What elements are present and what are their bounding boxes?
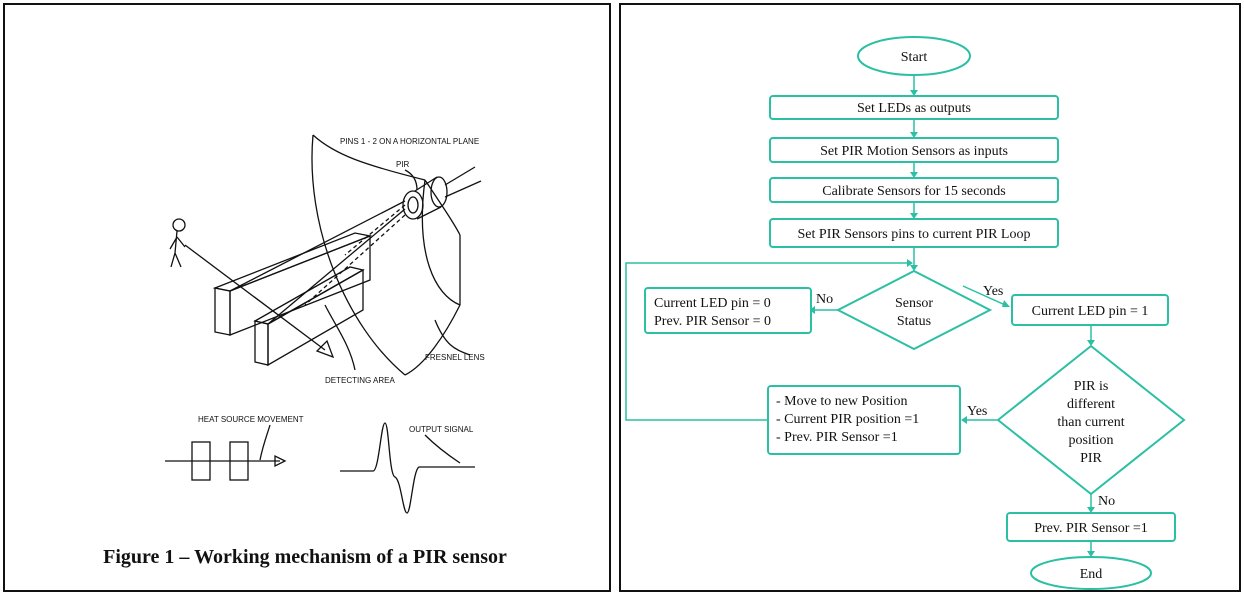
end-node: End [1030, 556, 1152, 590]
output-signal-label: OUTPUT SIGNAL [409, 425, 474, 434]
set-pins-step: Set PIR Sensors pins to current PIR Loop [769, 218, 1059, 248]
yes-move-label: Yes [967, 404, 987, 419]
flowchart: Start Set LEDs as outputs Set PIR Motion… [625, 36, 1186, 590]
led-on-label: Current LED pin = 1 [1032, 304, 1149, 319]
fresnel-lens [311, 134, 461, 376]
led-off-step: Current LED pin = 0 Prev. PIR Sensor = 0 [644, 287, 812, 334]
move-line-1: - Move to new Position [776, 394, 907, 409]
no-down-label: No [1098, 494, 1115, 509]
set-pir-step: Set PIR Motion Sensors as inputs [769, 137, 1059, 163]
prev-pir-step: Prev. PIR Sensor =1 [1006, 512, 1176, 542]
start-node: Start [857, 36, 971, 76]
detecting-area-label: DETECTING AREA [325, 376, 395, 385]
yes-branch-label: Yes [983, 284, 1003, 299]
heat-source-diagram [165, 424, 287, 481]
sensor-status-line-2: Status [897, 314, 931, 329]
figure-caption: Figure 1 – Working mechanism of a PIR se… [103, 546, 507, 568]
pir-different-line-3: than current [1057, 415, 1124, 430]
set-leds-step: Set LEDs as outputs [769, 95, 1059, 120]
calibrate-label: Calibrate Sensors for 15 seconds [822, 184, 1006, 199]
set-pir-label: Set PIR Motion Sensors as inputs [820, 144, 1008, 159]
set-pins-label: Set PIR Sensors pins to current PIR Loop [798, 227, 1031, 242]
start-label: Start [901, 50, 928, 65]
heat-source-label: HEAT SOURCE MOVEMENT [198, 415, 304, 424]
pir-different-decision: PIR is different than current position P… [996, 344, 1186, 496]
label-pointers [324, 169, 471, 371]
pir-different-line-2: different [1067, 397, 1115, 412]
fresnel-lens-label: FRESNEL LENS [425, 353, 485, 362]
heat-source-blocks [212, 232, 373, 367]
person-figure [169, 218, 186, 268]
pins-label: PINS 1 - 2 ON A HORIZONTAL PLANE [340, 137, 479, 146]
pir-figure-panel: PINS 1 - 2 ON A HORIZONTAL PLANE PIR FRE… [3, 3, 611, 592]
led-on-step: Current LED pin = 1 [1011, 294, 1169, 326]
detection-beams [229, 200, 406, 325]
led-off-line-1: Current LED pin = 0 [654, 296, 771, 311]
prev-pir-label: Prev. PIR Sensor =1 [1034, 521, 1148, 536]
output-signal-waveform [340, 422, 475, 514]
movement-arrow [184, 244, 335, 359]
move-line-2: - Current PIR position =1 [776, 412, 919, 427]
sensor-status-decision: Sensor Status [835, 269, 993, 351]
move-line-3: - Prev. PIR Sensor =1 [776, 430, 898, 445]
calibrate-step: Calibrate Sensors for 15 seconds [769, 177, 1059, 203]
pir-different-line-4: position [1068, 433, 1113, 448]
end-label: End [1080, 567, 1103, 582]
led-off-line-2: Prev. PIR Sensor = 0 [654, 314, 771, 329]
no-branch-label: No [816, 292, 833, 307]
pir-sketch: PINS 1 - 2 ON A HORIZONTAL PLANE PIR FRE… [103, 134, 507, 568]
flowchart-panel: Start Set LEDs as outputs Set PIR Motion… [619, 3, 1241, 592]
sensor-status-line-1: Sensor [895, 296, 933, 311]
pir-different-line-1: PIR is [1074, 379, 1109, 394]
pir-different-line-5: PIR [1080, 451, 1102, 466]
pir-label: PIR [396, 160, 410, 169]
pir-sensor [402, 166, 482, 220]
set-leds-label: Set LEDs as outputs [857, 101, 971, 116]
move-position-step: - Move to new Position - Current PIR pos… [767, 385, 961, 455]
